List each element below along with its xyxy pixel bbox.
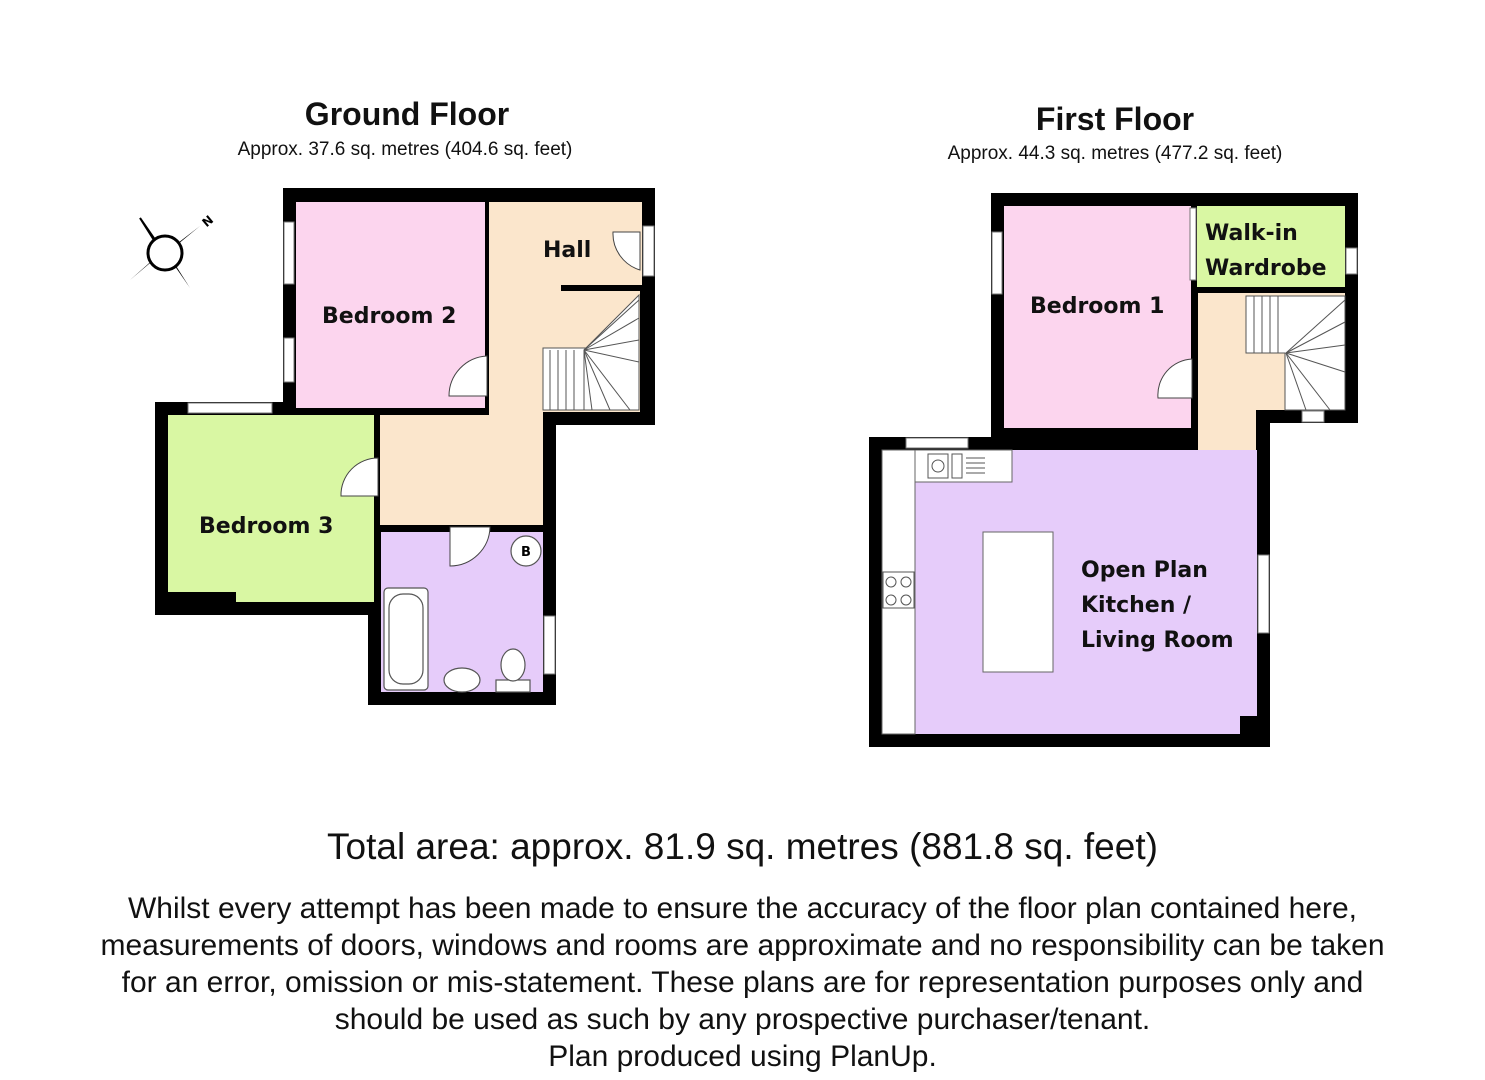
total-area: Total area: approx. 81.9 sq. metres (881… [327,826,1158,867]
bedroom1-door [1157,358,1193,399]
first-windows [905,207,1358,634]
boiler-label: B [521,545,531,560]
open-plan-label-1: Open Plan [1081,558,1208,583]
ground-doors [340,231,641,567]
kitchen-sink-icon [927,453,985,479]
hall-area [380,202,642,525]
compass-icon: N [130,213,216,288]
bedroom2-area [296,202,485,408]
ground-windows [187,221,655,675]
first-staircase [1245,295,1346,411]
compass-north-label: N [199,213,216,230]
walkin-wardrobe-area [1197,206,1345,287]
ground-floor-title: Ground Floor [304,96,510,132]
ground-floor-area: Approx. 37.6 sq. metres (404.6 sq. feet) [237,139,573,160]
first-floor-title: First Floor [1035,101,1195,137]
hob-icon [882,571,915,609]
disclaimer-line: for an error, omission or mis-statement.… [121,966,1364,999]
disclaimer-line: Whilst every attempt has been made to en… [127,892,1358,925]
bedroom3-area [168,415,374,602]
first-floor-plan: Walk-in Wardrobe Bedroom 1 Open Plan Kit… [869,193,1358,747]
ground-staircase [542,293,640,411]
open-plan-label-3: Living Room [1081,628,1234,653]
boiler-icon: B [510,535,542,567]
disclaimer-line: should be used as such by any prospectiv… [334,1003,1151,1036]
disclaimer: Whilst every attempt has been made to en… [40,890,1445,1075]
bedroom2-label: Bedroom 2 [322,304,456,329]
ground-floor-plan: B Hall Bedroom 2 Bedroom 3 [155,188,655,705]
walkin-label-1: Walk-in [1205,221,1298,246]
first-floor-area: Approx. 44.3 sq. metres (477.2 sq. feet) [947,143,1283,164]
open-plan-label-2: Kitchen / [1081,593,1192,618]
walkin-label-2: Wardrobe [1205,256,1327,281]
bedroom1-label: Bedroom 1 [1030,294,1164,319]
disclaimer-line: measurements of doors, windows and rooms… [100,929,1385,962]
hall-label: Hall [543,238,591,263]
bathroom-fittings [383,587,531,693]
disclaimer-line: Plan produced using PlanUp. [548,1040,937,1073]
kitchen-island [982,531,1054,673]
open-plan-area [882,450,1257,734]
floor-plan-drawing: N [130,188,1358,747]
bedroom3-label: Bedroom 3 [199,514,333,539]
